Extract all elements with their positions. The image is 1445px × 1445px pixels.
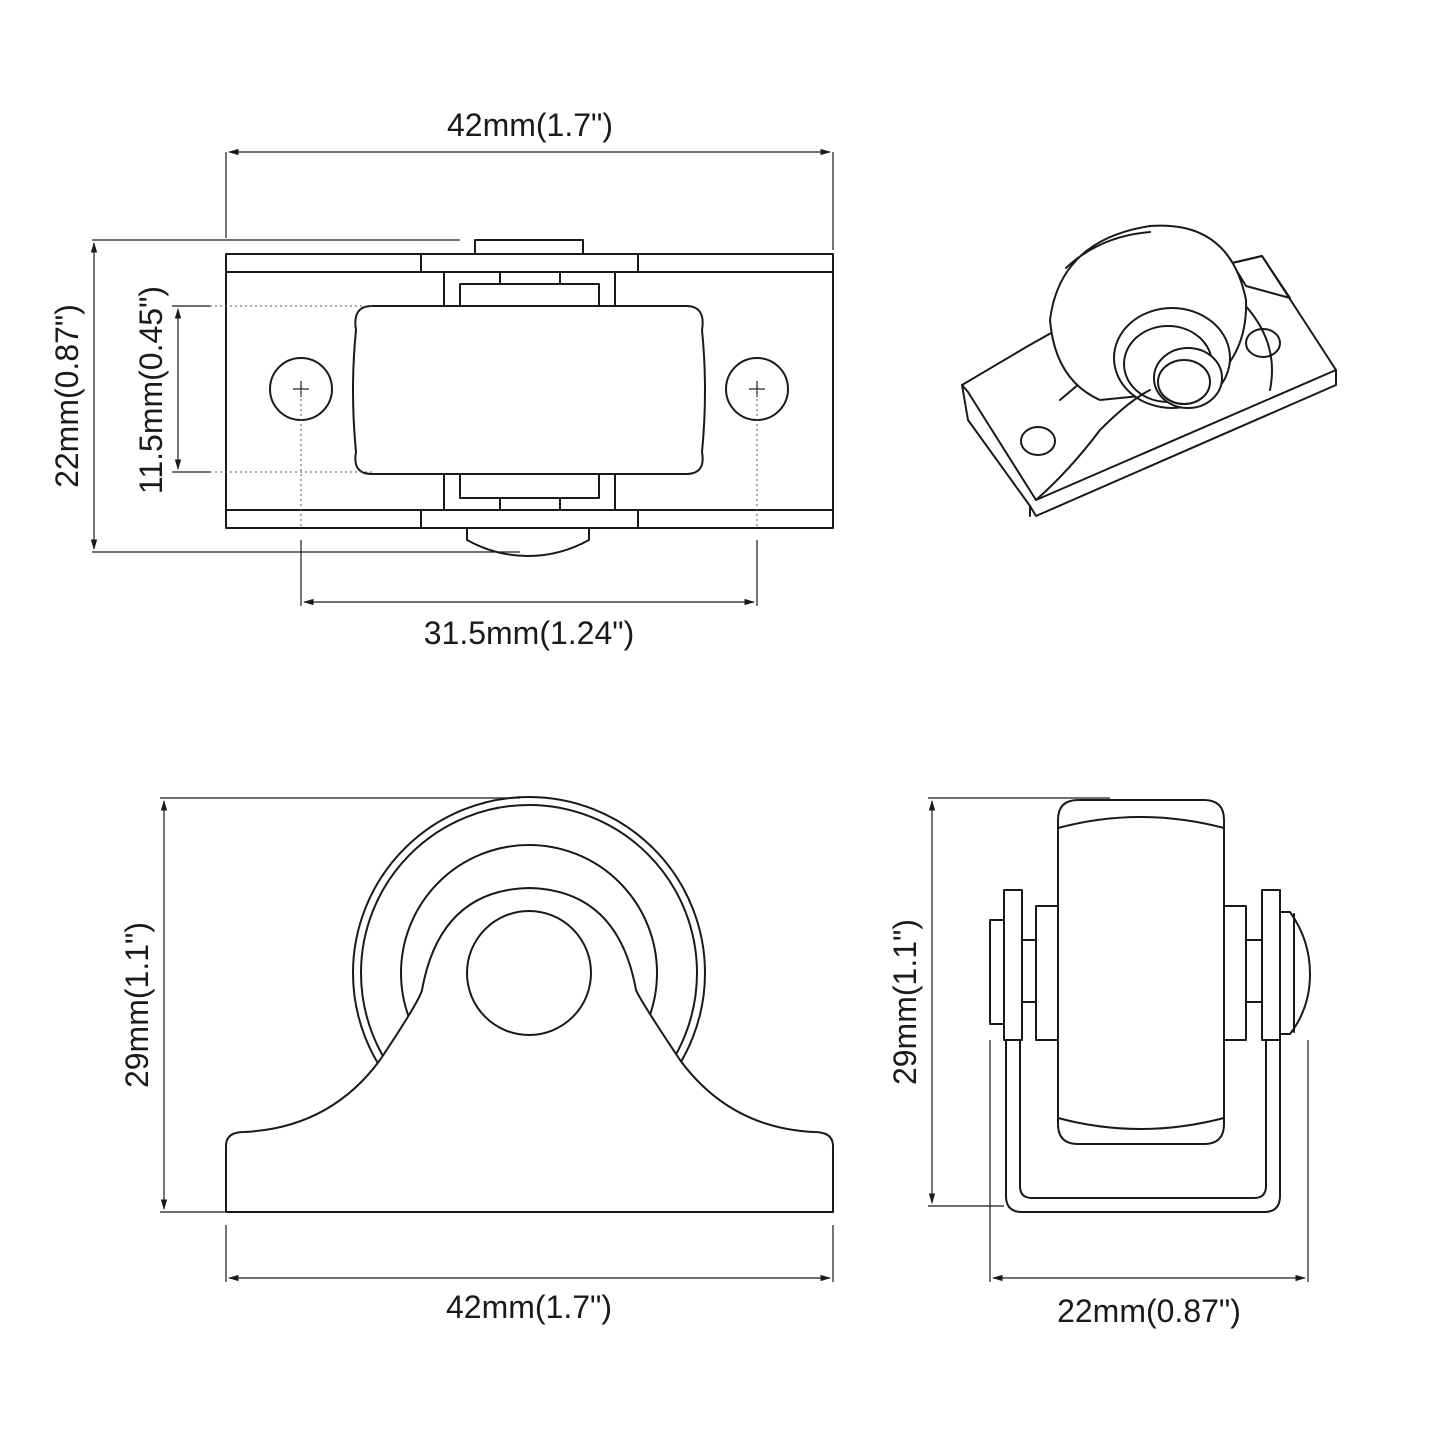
wheel-width-label: 11.5mm(0.45") — [133, 286, 169, 494]
front-height-label: 29mm(1.1") — [119, 922, 155, 1088]
side-view: 29mm(1.1") 22mm(0.87") — [887, 797, 1311, 1329]
top-view: 42mm(1.7") 22mm(0.87") 11.5mm(0.45") 31.… — [49, 107, 834, 651]
side-height-label: 29mm(1.1") — [887, 919, 923, 1085]
front-width-label: 42mm(1.7") — [446, 1289, 612, 1325]
iso-hole-front — [1020, 426, 1056, 456]
front-hub — [466, 910, 592, 1036]
isometric-view — [961, 224, 1337, 517]
front-view: 29mm(1.1") 42mm(1.7") — [119, 796, 834, 1325]
top-width-label: 42mm(1.7") — [447, 107, 613, 143]
top-height-label: 22mm(0.87") — [49, 304, 85, 488]
iso-hole-back — [1245, 328, 1281, 358]
hole-spacing-label: 31.5mm(1.24") — [424, 615, 635, 651]
side-width-label: 22mm(0.87") — [1057, 1293, 1241, 1329]
